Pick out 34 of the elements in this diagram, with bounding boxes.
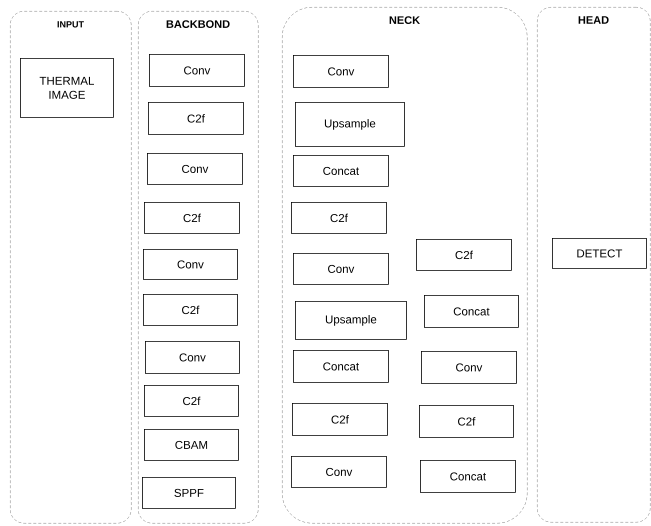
layer-box: Upsample [295,301,407,340]
layer-box: Concat [420,460,516,493]
column-heading: NECK [390,16,420,24]
layer-box: SPPF [142,477,236,509]
layer-box: Upsample [295,102,405,147]
layer-box: C2f [291,202,387,234]
layer-box: Conv [145,341,240,374]
column-heading: INPUT [58,21,84,28]
layer-box: C2f [143,294,238,326]
layer-box: Conv [293,253,389,285]
layer-box: Concat [293,350,389,383]
column-frame [138,11,258,524]
layer-box: C2f [148,102,244,135]
column-frame [537,7,650,522]
column-frame [10,11,132,524]
layer-box: Conv [147,153,243,185]
layer-box: C2f [419,405,514,438]
layer-box: CBAM [144,429,239,461]
column-heading: BACKBOND [166,20,230,28]
layer-box: C2f [144,202,240,234]
layer-box: Conv [291,456,387,488]
layer-box: C2f [292,403,388,436]
layer-box: Conv [143,248,238,280]
layer-box: Conv [149,54,245,87]
layer-box: C2f [416,239,512,271]
layer-box: Concat [293,155,389,187]
column-frame [282,7,528,524]
layer-box: C2f [144,385,239,417]
layer-box: Concat [424,295,519,328]
layer-box: THERMAL IMAGE [20,58,114,118]
layer-box: DETECT [552,238,647,269]
column-heading: HEAD [578,16,609,24]
layer-box: Conv [421,351,517,384]
layer-box: Conv [293,55,389,88]
